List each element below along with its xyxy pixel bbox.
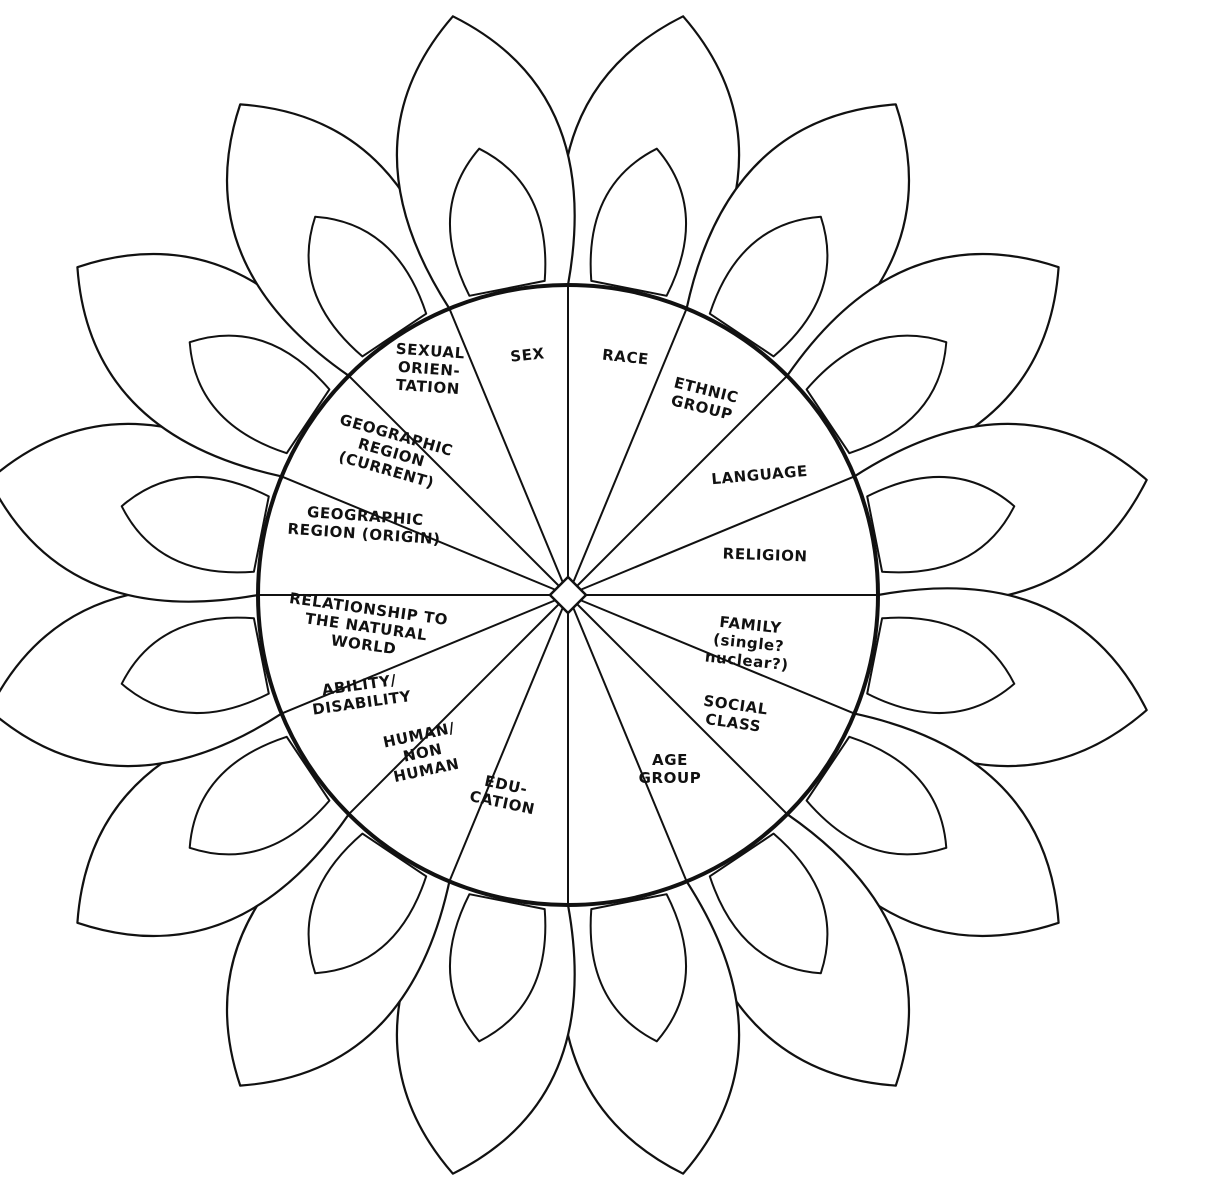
segment-label-line: SEX	[509, 344, 545, 365]
segment-label-line: GROUP	[639, 769, 702, 787]
segment-label-line: AGE	[652, 751, 688, 769]
segment-label: RELIGION	[722, 545, 808, 566]
segment-label-line: RELIGION	[722, 545, 808, 566]
segment-label: SEX	[509, 344, 545, 365]
segment-label: SEXUALORIEN-TATION	[393, 340, 466, 399]
